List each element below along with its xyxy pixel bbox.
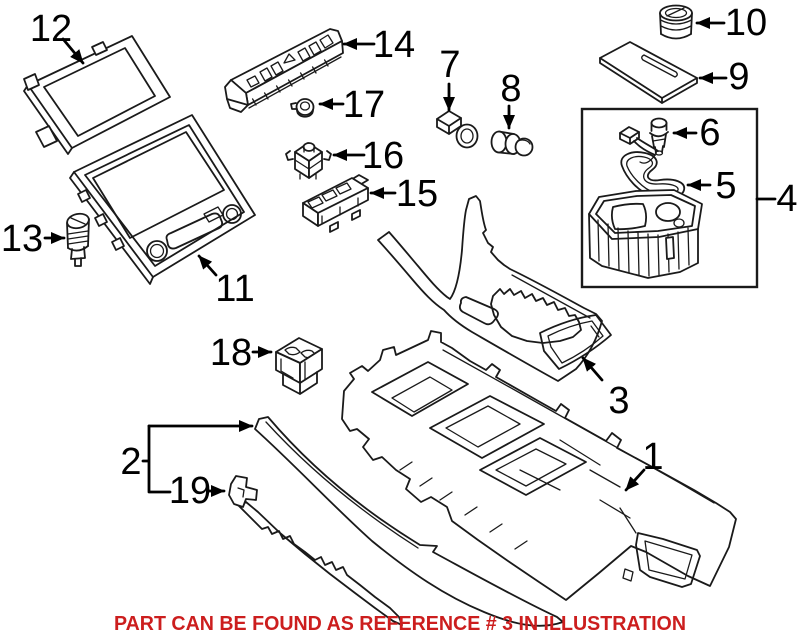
part-9-trim-plate [599, 41, 698, 104]
callout-10-label: 10 [725, 2, 767, 44]
part-8-lighter-socket [490, 130, 534, 157]
callout-18-label: 18 [210, 332, 252, 374]
callout-2-bracket [141, 424, 172, 494]
callout-15-label: 15 [396, 173, 438, 215]
callout-16-label: 16 [362, 135, 404, 177]
callout-17-label: 17 [343, 84, 385, 126]
reference-note: PART CAN BE FOUND AS REFERENCE # 3 IN IL… [114, 613, 686, 635]
callout-14-label: 14 [373, 24, 415, 66]
callout-1-arrow [624, 468, 646, 492]
part-10-cup-insert [659, 4, 693, 40]
part-16-switch [285, 142, 332, 180]
part-11-head-unit-panel [69, 114, 256, 285]
part-18-console-switch [275, 337, 323, 395]
callout-1-label: 1 [642, 436, 663, 478]
callout-11-arrow [197, 254, 218, 277]
callout-6-label: 6 [699, 112, 720, 154]
callout-3-arrow [581, 356, 604, 382]
part-17-round-button [290, 98, 315, 118]
part-4-kit-box [580, 107, 759, 289]
part-19-trim-clip-strip [228, 475, 403, 626]
callout-9-label: 9 [728, 56, 749, 98]
part-13-sensor [66, 212, 90, 267]
callout-12-arrow [61, 37, 85, 65]
part-12-display-screen [23, 35, 171, 155]
part-14-switch-strip [224, 28, 344, 113]
part-1-console-body [341, 330, 737, 601]
callout-11-label: 11 [215, 268, 254, 310]
callouts: 1 2 3 4 5 6 7 8 9 10 11 12 13 14 15 16 [1, 2, 798, 512]
callout-12-label: 12 [30, 8, 72, 50]
part-6-bulb-socket [619, 117, 669, 156]
part-2-side-trim-strip [254, 416, 564, 627]
part-3-shifter-trim [377, 195, 612, 382]
callout-5-label: 5 [715, 165, 736, 207]
callout-7-label: 7 [439, 44, 460, 86]
callout-19-label: 19 [169, 470, 211, 512]
callout-4-label: 4 [776, 178, 797, 220]
callout-2-label: 2 [120, 441, 141, 483]
callout-3-label: 3 [608, 380, 629, 422]
callout-8-label: 8 [500, 68, 521, 110]
part-15-switch-panel [302, 174, 369, 233]
callout-13-label: 13 [1, 218, 43, 260]
part-7-socket [436, 110, 479, 149]
part-4-cupholder-insert [588, 189, 703, 279]
